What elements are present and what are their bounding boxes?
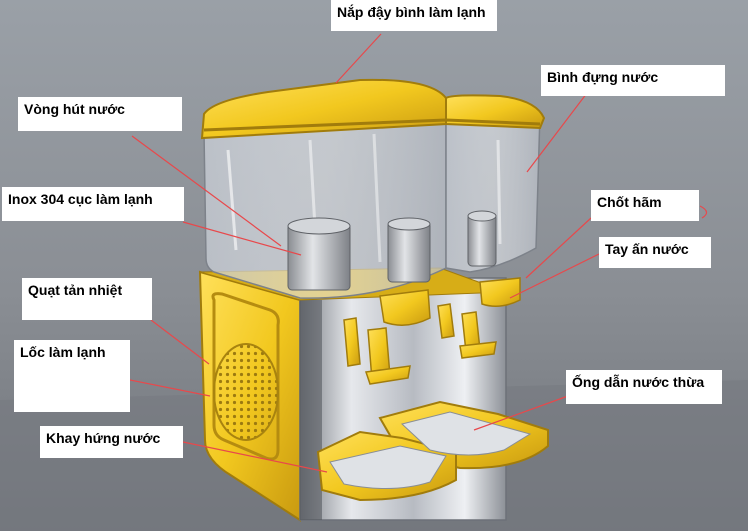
- leader-lines: [129, 33, 708, 473]
- leader-line-push-handle: [509, 253, 600, 299]
- drip-trays: [316, 400, 549, 502]
- label-inox-cooler: Inox 304 cục làm lạnh: [2, 187, 184, 221]
- inox-cooling-cylinders: [287, 210, 497, 291]
- dispensing-taps: [343, 277, 521, 385]
- leader-line-inox: [182, 221, 302, 256]
- label-drip-tray: Khay hứng nước: [40, 426, 183, 458]
- leader-line-tank: [526, 92, 588, 173]
- leader-line-lid: [335, 33, 382, 84]
- leader-line-compressor: [129, 379, 211, 397]
- leader-line-lock-pin-end: [699, 205, 708, 219]
- tank-lids: [200, 78, 546, 140]
- label-overflow-pipe: Ống dẫn nước thừa: [566, 370, 722, 404]
- fan-grill-icon: [213, 343, 279, 441]
- label-tank: Bình đựng nước: [541, 65, 725, 96]
- label-compressor: Lốc làm lạnh: [14, 340, 130, 412]
- label-lid: Nắp đậy bình làm lạnh: [331, 0, 497, 31]
- label-cooling-fan: Quạt tản nhiệt: [22, 278, 152, 320]
- label-push-handle: Tay ấn nước: [599, 237, 711, 268]
- leader-line-drip-tray: [182, 441, 328, 473]
- label-suction-ring: Vòng hút nước: [18, 97, 182, 131]
- leader-line-overflow: [473, 395, 569, 431]
- leader-line-lock-pin: [525, 217, 592, 279]
- leader-line-fan: [150, 319, 210, 365]
- leader-line-suction-ring: [131, 135, 282, 247]
- label-lock-pin: Chốt hãm: [591, 190, 699, 221]
